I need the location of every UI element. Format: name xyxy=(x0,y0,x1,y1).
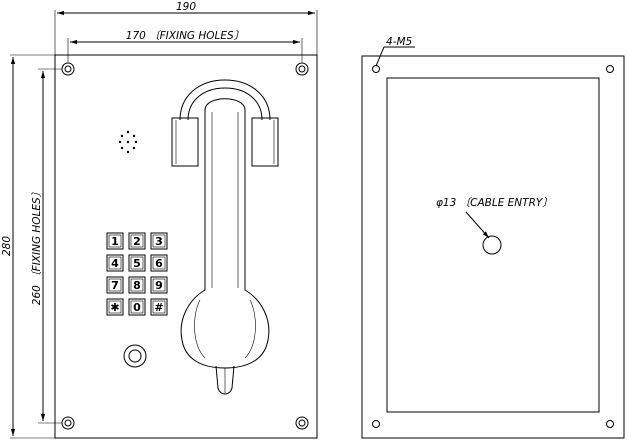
keypad-key-label: # xyxy=(154,301,163,314)
keypad-key-label: 5 xyxy=(133,257,141,270)
overall-height-dimension: 280 xyxy=(1,54,56,439)
keypad-key-label: 6 xyxy=(155,257,163,270)
keypad-key-label: 2 xyxy=(133,235,141,248)
screw-hole-bottom-right xyxy=(606,420,614,428)
cable-entry: φ13 〔CABLE ENTRY〕 xyxy=(436,196,553,255)
round-button-icon[interactable] xyxy=(123,344,147,368)
fixing-hole-bottom-left xyxy=(61,416,75,430)
cable-entry-label: φ13 〔CABLE ENTRY〕 xyxy=(436,196,553,209)
overall-width-dimension: 190 xyxy=(54,1,318,55)
speaker-grille-icon xyxy=(118,130,138,154)
screw-hole-top-left xyxy=(372,65,380,73)
screw-callout: 4-M5 xyxy=(375,36,415,67)
fixing-hole-top-right xyxy=(295,62,309,76)
fixing-hole-top-left xyxy=(61,62,75,76)
keypad-key-label: 7 xyxy=(111,279,119,292)
keypad-key-5[interactable]: 5 xyxy=(128,254,146,272)
keypad-key-7[interactable]: 7 xyxy=(106,276,124,294)
front-panel: 1 2 3 4 5 6 7 8 9 ✱ 0 # xyxy=(54,54,318,439)
overall-height-label: 280 xyxy=(1,236,13,256)
keypad-key-1[interactable]: 1 xyxy=(106,232,124,250)
keypad-key-hash[interactable]: # xyxy=(150,298,168,316)
screw-label: 4-M5 xyxy=(386,36,413,48)
keypad: 1 2 3 4 5 6 7 8 9 ✱ 0 # xyxy=(106,232,168,316)
fixing-height-label: 260 〔FIXING HOLES〕 xyxy=(30,187,43,305)
keypad-key-label: 1 xyxy=(111,235,119,248)
keypad-key-0[interactable]: 0 xyxy=(128,298,146,316)
handset-icon xyxy=(171,79,279,395)
fixing-hole-bottom-right xyxy=(295,416,309,430)
keypad-key-4[interactable]: 4 xyxy=(106,254,124,272)
keypad-key-6[interactable]: 6 xyxy=(150,254,168,272)
back-plate: 4-M5 φ13 〔CABLE ENTRY〕 xyxy=(361,36,625,439)
screw-hole-bottom-left xyxy=(372,420,380,428)
fixing-height-dimension: 260 〔FIXING HOLES〕 xyxy=(30,68,62,424)
fixing-width-dimension: 170 〔FIXING HOLES〕 xyxy=(67,29,303,62)
screw-hole-top-right xyxy=(606,65,614,73)
keypad-key-9[interactable]: 9 xyxy=(150,276,168,294)
keypad-key-2[interactable]: 2 xyxy=(128,232,146,250)
keypad-key-8[interactable]: 8 xyxy=(128,276,146,294)
overall-width-label: 190 xyxy=(176,1,196,13)
keypad-key-label: 3 xyxy=(155,235,163,248)
keypad-key-label: 0 xyxy=(133,301,141,314)
fixing-width-label: 170 〔FIXING HOLES〕 xyxy=(126,29,244,42)
keypad-key-star[interactable]: ✱ xyxy=(106,298,124,316)
keypad-key-label: 8 xyxy=(133,279,141,292)
keypad-key-label: 4 xyxy=(111,257,119,270)
keypad-key-3[interactable]: 3 xyxy=(150,232,168,250)
keypad-key-label: ✱ xyxy=(110,301,119,314)
keypad-key-label: 9 xyxy=(155,279,163,292)
